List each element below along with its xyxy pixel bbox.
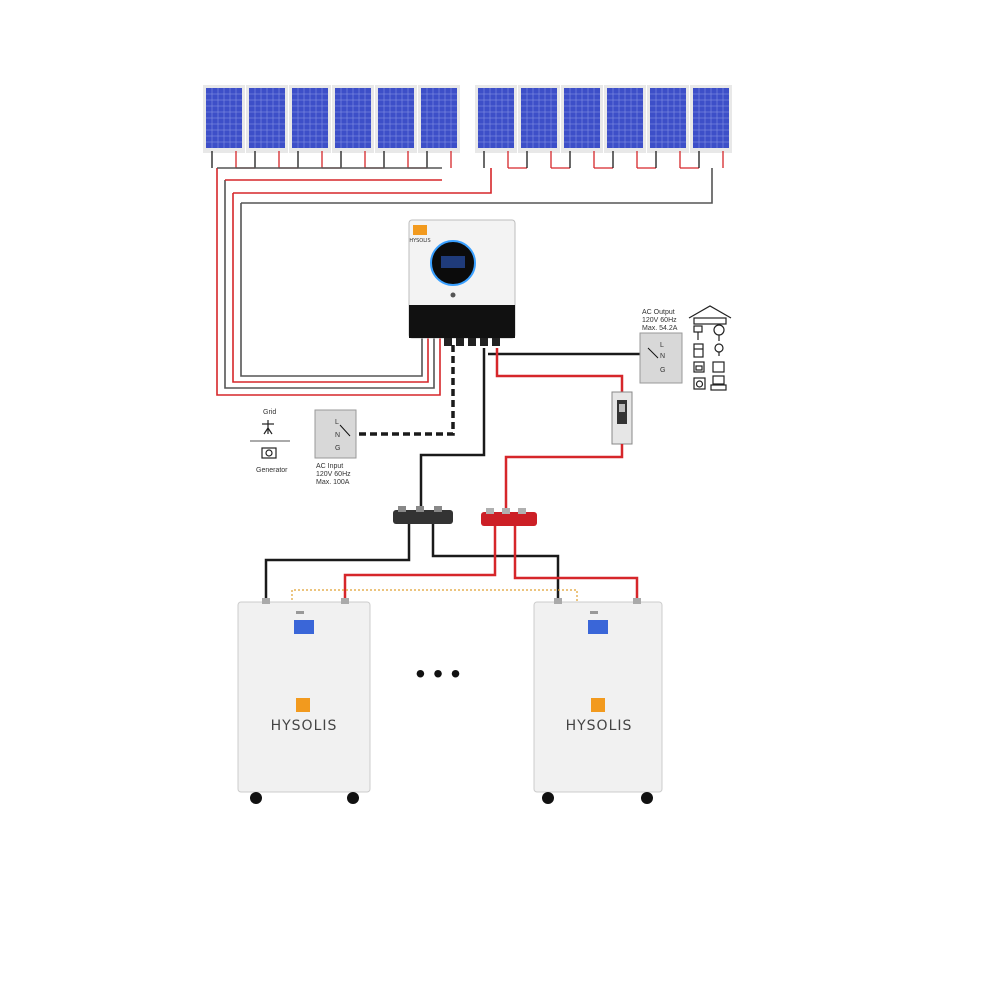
string-wiring <box>211 151 724 169</box>
solar-array-right <box>475 85 732 153</box>
ac-input-terminal-n: N <box>335 432 340 439</box>
oven-icon <box>693 361 705 373</box>
battery-right-screen <box>588 620 608 634</box>
grid-label: Grid <box>263 409 276 416</box>
lamp-icon <box>693 325 703 340</box>
battery-right-brand: HYSOLIS <box>566 718 633 734</box>
ac-input-spec-current: Max. 100A <box>316 479 350 486</box>
dc-breaker <box>611 391 633 445</box>
solar-panel-left-4 <box>332 85 374 153</box>
house-icon <box>688 305 732 325</box>
ac-input-wire <box>356 345 455 436</box>
solar-panel-left-6 <box>418 85 460 153</box>
solar-panel-right-6 <box>690 85 732 153</box>
solar-panel-left-2 <box>246 85 288 153</box>
solar-panel-right-3 <box>561 85 603 153</box>
inverter: HYSOLIS <box>408 219 516 346</box>
ac-output-terminal-l: L <box>660 342 664 349</box>
inverter-power-button[interactable] <box>450 292 456 298</box>
battery-left-logo <box>296 698 310 712</box>
battery-right-wheel-back <box>641 792 653 804</box>
solar-panel-right-4 <box>604 85 646 153</box>
positive-wire-to-busbar <box>504 444 624 510</box>
inverter-brand: HYSOLIS <box>409 238 430 244</box>
battery-right-wheel-front <box>542 792 554 804</box>
solar-panel-right-1 <box>475 85 517 153</box>
battery-right: HYSOLIS <box>533 598 663 804</box>
solar-panel-left-1 <box>203 85 245 153</box>
generator-label: Generator <box>256 467 288 474</box>
solar-array-left <box>203 85 460 153</box>
battery-right-logo <box>591 698 605 712</box>
fridge-icon <box>693 343 704 358</box>
power-sources: Grid Generator <box>250 409 290 474</box>
battery-left-wheel-front <box>250 792 262 804</box>
ac-input-spec-voltage: 120V 60Hz <box>316 471 351 478</box>
solar-panel-left-3 <box>289 85 331 153</box>
load-icons <box>688 305 732 391</box>
fan-icon <box>713 324 725 341</box>
battery-left-wheel-back <box>347 792 359 804</box>
generator-icon <box>261 447 277 459</box>
ac-output-spec-voltage: 120V 60Hz <box>642 317 677 324</box>
inverter-logo <box>413 225 427 235</box>
more-batteries-ellipsis: • • • <box>416 658 461 689</box>
battery-left-brand: HYSOLIS <box>271 718 338 734</box>
grid-tower-icon <box>262 420 274 435</box>
ac-output-box: L N G AC Output 120V 60Hz Max. 54.2A <box>639 309 683 384</box>
air-conditioner-icon <box>710 384 727 391</box>
water-heater-icon <box>712 361 725 373</box>
battery-left-screen <box>294 620 314 634</box>
pv-wires <box>216 167 713 396</box>
negative-busbar <box>393 506 453 524</box>
washer-icon <box>693 377 706 390</box>
ac-input-terminal-g: G <box>335 445 340 452</box>
solar-panel-right-2 <box>518 85 560 153</box>
solar-panel-right-5 <box>647 85 689 153</box>
inverter-lcd <box>441 256 465 268</box>
ac-output-terminal-g: G <box>660 367 665 374</box>
battery-left: HYSOLIS <box>237 598 371 804</box>
negative-wire-to-busbar <box>419 348 486 510</box>
ac-output-terminal-n: N <box>660 353 665 360</box>
solar-panel-left-5 <box>375 85 417 153</box>
ac-input-title: AC Input <box>316 463 343 470</box>
ac-output-title: AC Output <box>642 309 675 316</box>
light-bulb-icon <box>714 343 724 356</box>
positive-busbar <box>481 508 537 526</box>
battery-wiring <box>264 524 639 604</box>
ac-input-box: L N G AC Input 120V 60Hz Max. 100A <box>314 409 357 486</box>
ac-output-spec-current: Max. 54.2A <box>642 325 678 332</box>
ac-input-terminal-l: L <box>335 419 339 426</box>
appliance-icon <box>712 375 725 385</box>
positive-wire-to-breaker <box>495 348 624 396</box>
